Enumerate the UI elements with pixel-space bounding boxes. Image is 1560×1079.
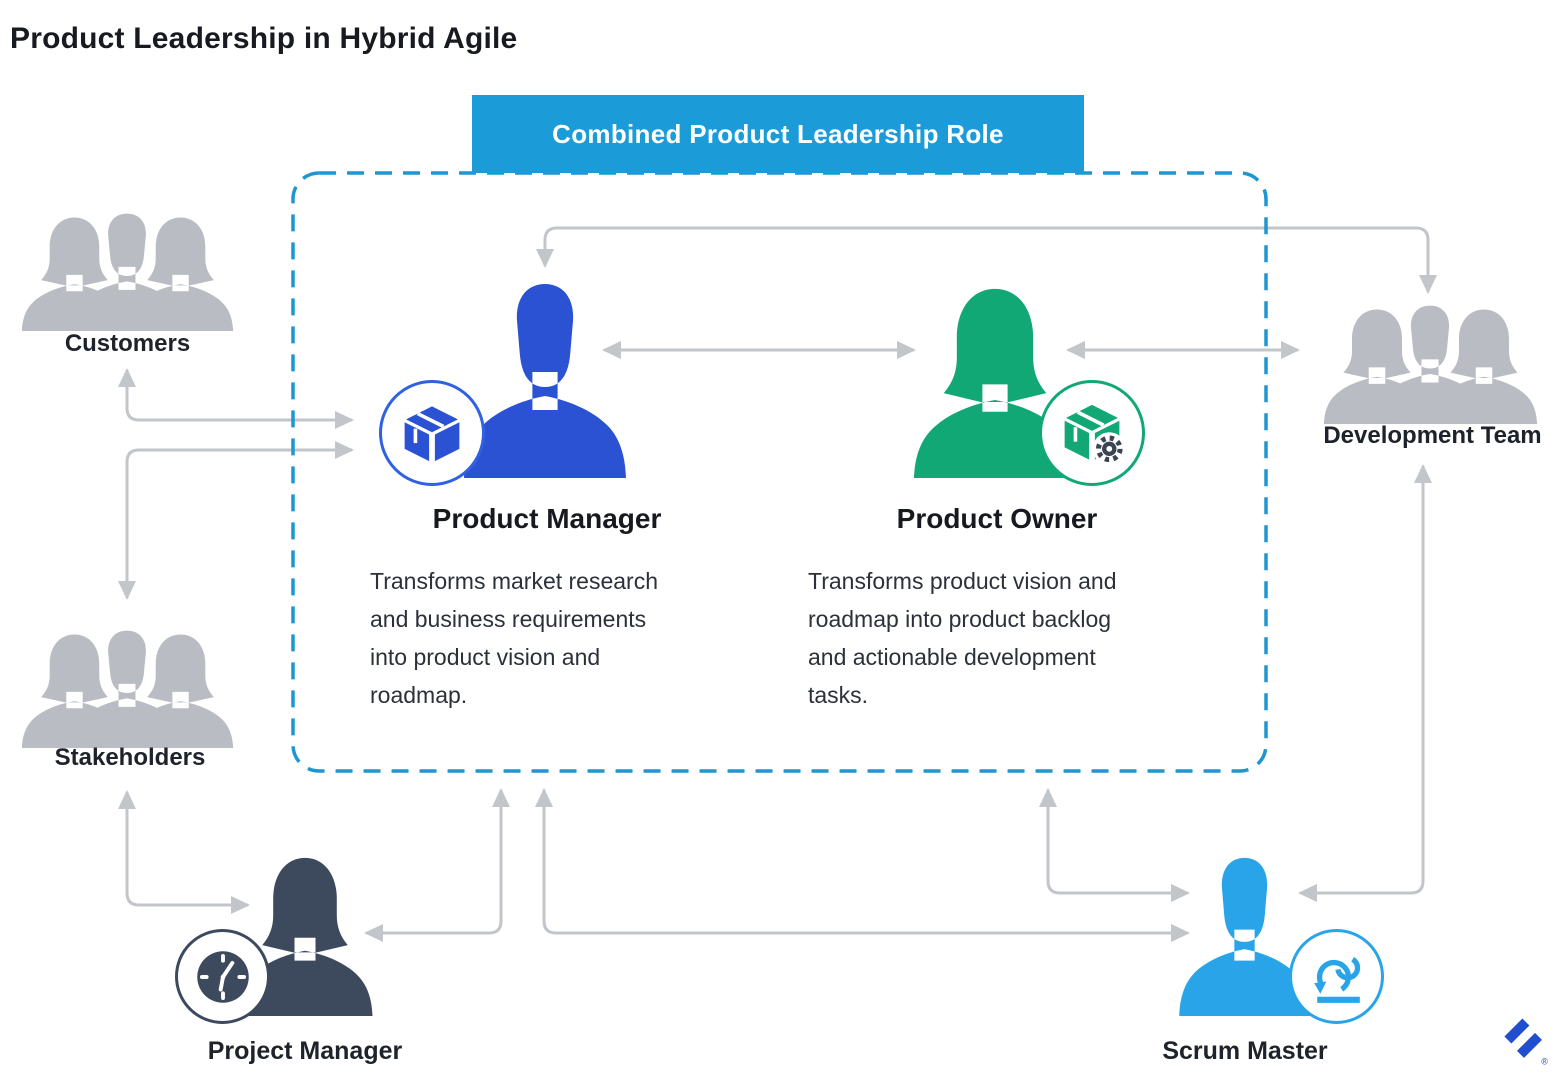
- combined-role-boundary: [291, 171, 1268, 773]
- stakeholders-group-icon: [16, 625, 239, 748]
- product-owner-badge: [1039, 380, 1145, 486]
- product-manager-description: Transforms market research and business …: [370, 568, 658, 708]
- development-team-label: Development Team: [1323, 422, 1542, 449]
- node-stakeholders: [16, 625, 239, 748]
- clock-icon: [196, 950, 249, 1003]
- sprint-loop-icon: [1313, 954, 1360, 1003]
- arrow-projectmanager-box: [364, 788, 510, 942]
- combined-role-banner: Combined Product Leadership Role: [472, 95, 1084, 173]
- arrow-box-scrummaster-short: [1039, 788, 1190, 902]
- package-box-icon: [404, 406, 460, 462]
- scrum-master-label: Scrum Master: [1162, 1037, 1328, 1065]
- package-box-gear-icon: [1064, 404, 1126, 466]
- product-manager-label: Product Manager: [432, 503, 662, 534]
- node-development-team: [1318, 300, 1543, 424]
- arrow-box-scrummaster-long: [535, 788, 1190, 942]
- arrow-top-loop-pm-devteam: [536, 226, 1437, 294]
- toptal-logo: ®: [1498, 1012, 1552, 1073]
- customers-group-icon: [16, 208, 239, 331]
- arrow-stakeholders-projectmanager: [118, 790, 250, 914]
- project-manager-label: Project Manager: [207, 1037, 403, 1065]
- stakeholders-label: Stakeholders: [54, 744, 206, 771]
- customers-label: Customers: [64, 330, 191, 357]
- toptal-logo-glyph: ®: [1504, 1018, 1548, 1066]
- product-owner-description: Transforms product vision and roadmap in…: [808, 568, 1117, 708]
- scrum-master-badge: [1289, 929, 1384, 1024]
- combined-role-banner-label: Combined Product Leadership Role: [552, 118, 1004, 149]
- product-owner-label: Product Owner: [896, 503, 1098, 534]
- svg-text:®: ®: [1541, 1056, 1548, 1066]
- project-manager-badge: [175, 929, 270, 1024]
- arrow-pm-stakeholders: [118, 441, 354, 600]
- development-team-group-icon: [1318, 300, 1543, 424]
- node-customers: [16, 208, 239, 331]
- page-title: Product Leadership in Hybrid Agile: [10, 22, 518, 56]
- arrow-customers-pm: [118, 368, 354, 429]
- arrow-scrummaster-devteam: [1298, 464, 1432, 902]
- product-manager-badge: [379, 380, 485, 486]
